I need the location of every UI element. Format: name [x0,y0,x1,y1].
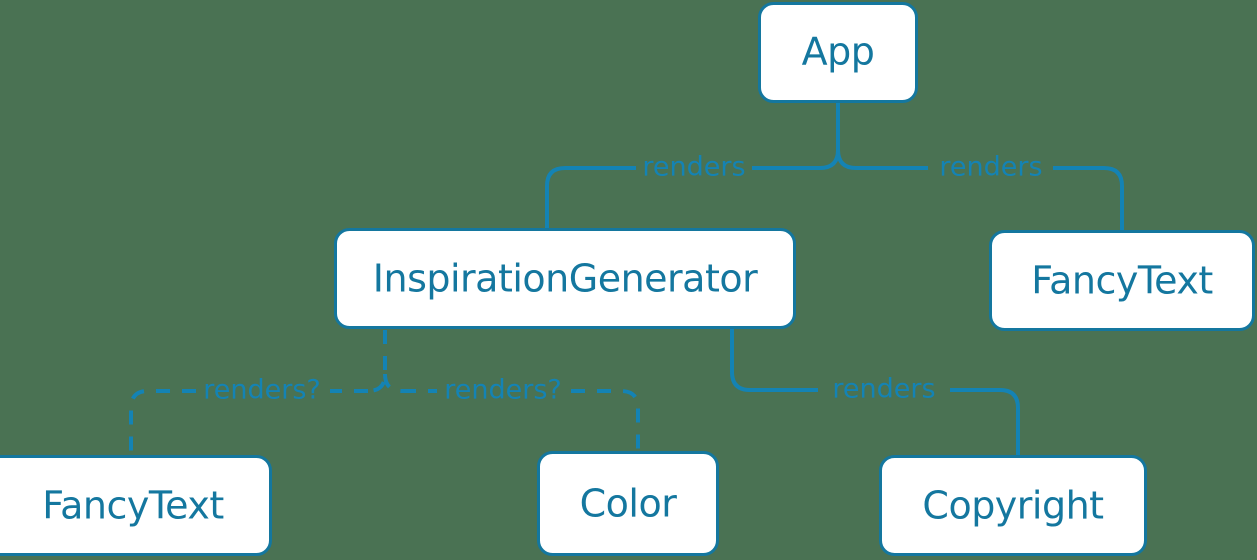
node-inspirationgenerator-box[interactable] [334,228,796,329]
node-fancytext-left-label: FancyText [42,484,223,528]
edge-label-inspiration-to-copyright: renders [832,374,935,405]
edge-inspiration-to-copyright-tail [950,388,1020,456]
edge-app-to-fancytext-right-seg [1053,166,1124,231]
edge-app-stem-right [836,149,857,170]
node-color-box[interactable] [537,451,719,556]
edge-inspiration-to-fancytext-tail [129,389,196,456]
edge-label-app-to-fancytext: renders [939,152,1042,183]
node-inspirationgenerator[interactable]: InspirationGenerator [334,228,796,329]
node-app[interactable]: App [758,2,918,103]
node-fancytext-right-label: FancyText [1031,259,1212,303]
node-fancytext-left[interactable]: FancyText [0,455,272,556]
edge-group-inspiration-dashed [129,330,640,456]
node-inspirationgenerator-label: InspirationGenerator [373,257,758,301]
edge-label-inspiration-to-fancytext: renders? [203,375,320,406]
node-copyright-box[interactable] [879,455,1147,556]
node-fancytext-right[interactable]: FancyText [989,230,1255,331]
node-copyright[interactable]: Copyright [879,455,1147,556]
edge-app-to-inspiration-left-seg [545,166,636,230]
node-color[interactable]: Color [537,451,719,556]
node-color-label: Color [580,482,678,526]
edge-group-inspiration-solid [730,329,1020,456]
edge-inspiration-dashed-stem-right [383,373,403,393]
node-app-label: App [802,30,875,74]
edge-app-stem [819,103,840,170]
edge-label-app-to-inspiration: renders [642,152,745,183]
edge-inspiration-to-color-tail [571,389,640,452]
node-app-box[interactable] [758,2,918,103]
node-fancytext-right-box[interactable] [989,230,1255,331]
edge-group-app [545,103,1124,231]
edge-label-inspiration-to-color: renders? [444,375,561,406]
node-copyright-label: Copyright [922,484,1103,528]
edge-inspiration-to-copyright-stem [730,329,818,392]
edge-inspiration-dashed-stem [367,330,387,393]
node-fancytext-left-box[interactable] [0,455,272,556]
